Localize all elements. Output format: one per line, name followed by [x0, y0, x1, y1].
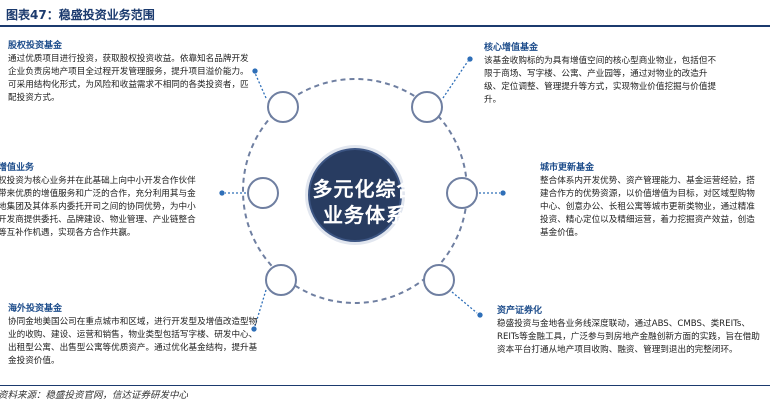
node-top-left [267, 91, 299, 123]
block-title: 核心增值基金 [484, 43, 539, 53]
block-urban-renewal-fund: 城市更新基金 整合体系内开发优势、资产管理能力、基金运营经验，搭建合作方的优势资… [540, 162, 762, 240]
source-note: 资料来源：稳盛投资官网，信达证券研发中心 [0, 390, 189, 401]
block-equity-fund: 股权投资基金 通过优质项目进行投资，获取股权投资收益。依靠知名品牌开发企业负责房… [8, 40, 253, 105]
block-title: 增值业务 [0, 163, 35, 173]
center-circle [308, 148, 402, 242]
block-value-add: 增值业务 权投资为核心业务并在此基础上向中小开发合作伙伴带来优质的增值服务和广泛… [0, 162, 198, 240]
block-text: 权投资为核心业务并在此基础上向中小开发合作伙伴带来优质的增值服务和广泛的合作，充… [0, 176, 196, 238]
connector-arrows [219, 56, 506, 332]
block-title: 股权投资基金 [8, 41, 63, 51]
node-right [446, 177, 478, 209]
block-text: 通过优质项目进行投资，获取股权投资收益。依靠知名品牌开发企业负责房地产项目全过程… [8, 54, 249, 103]
block-text: 协同金地美国公司在重点城市和区域，进行开发型及增值改造型物业的收购、建设、运营和… [8, 317, 258, 366]
block-text: 稳盛投资与金地各业务线深度联动，通过ABS、CMBS、类REITs、REITs等… [497, 319, 760, 355]
header-rule [0, 25, 770, 27]
block-overseas-fund: 海外投资基金 协同金地美国公司在重点城市和区域，进行开发型及增值改造型物业的收购… [8, 303, 258, 368]
center-label: 多元化综合 业务体系 [300, 176, 430, 228]
block-title: 城市更新基金 [540, 163, 595, 173]
node-left [247, 177, 279, 209]
node-bottom-left [265, 264, 297, 296]
block-core-fund: 核心增值基金 该基金收购标的为具有增值空间的核心型商业物业，包括但不限于商场、写… [484, 42, 720, 107]
node-bottom-right [423, 264, 455, 296]
block-text: 整合体系内开发优势、资产管理能力、基金运营经验，搭建合作方的优势资源，以价值增值… [540, 176, 755, 238]
block-securitization: 资产证券化 稳盛投资与金地各业务线深度联动，通过ABS、CMBS、类REITs、… [497, 305, 762, 357]
figure-title: 图表47：稳盛投资业务范围 [6, 8, 155, 22]
page-header: 图表47：稳盛投资业务范围 [0, 0, 770, 27]
node-top-right [411, 91, 443, 123]
block-title: 海外投资基金 [8, 304, 63, 314]
block-title: 资产证券化 [497, 306, 543, 316]
center-label-line2: 业务体系 [323, 203, 407, 227]
footer-rule [0, 385, 770, 386]
block-text: 该基金收购标的为具有增值空间的核心型商业物业，包括但不限于商场、写字楼、公寓、产… [484, 56, 717, 105]
center-label-line1: 多元化综合 [312, 177, 418, 201]
